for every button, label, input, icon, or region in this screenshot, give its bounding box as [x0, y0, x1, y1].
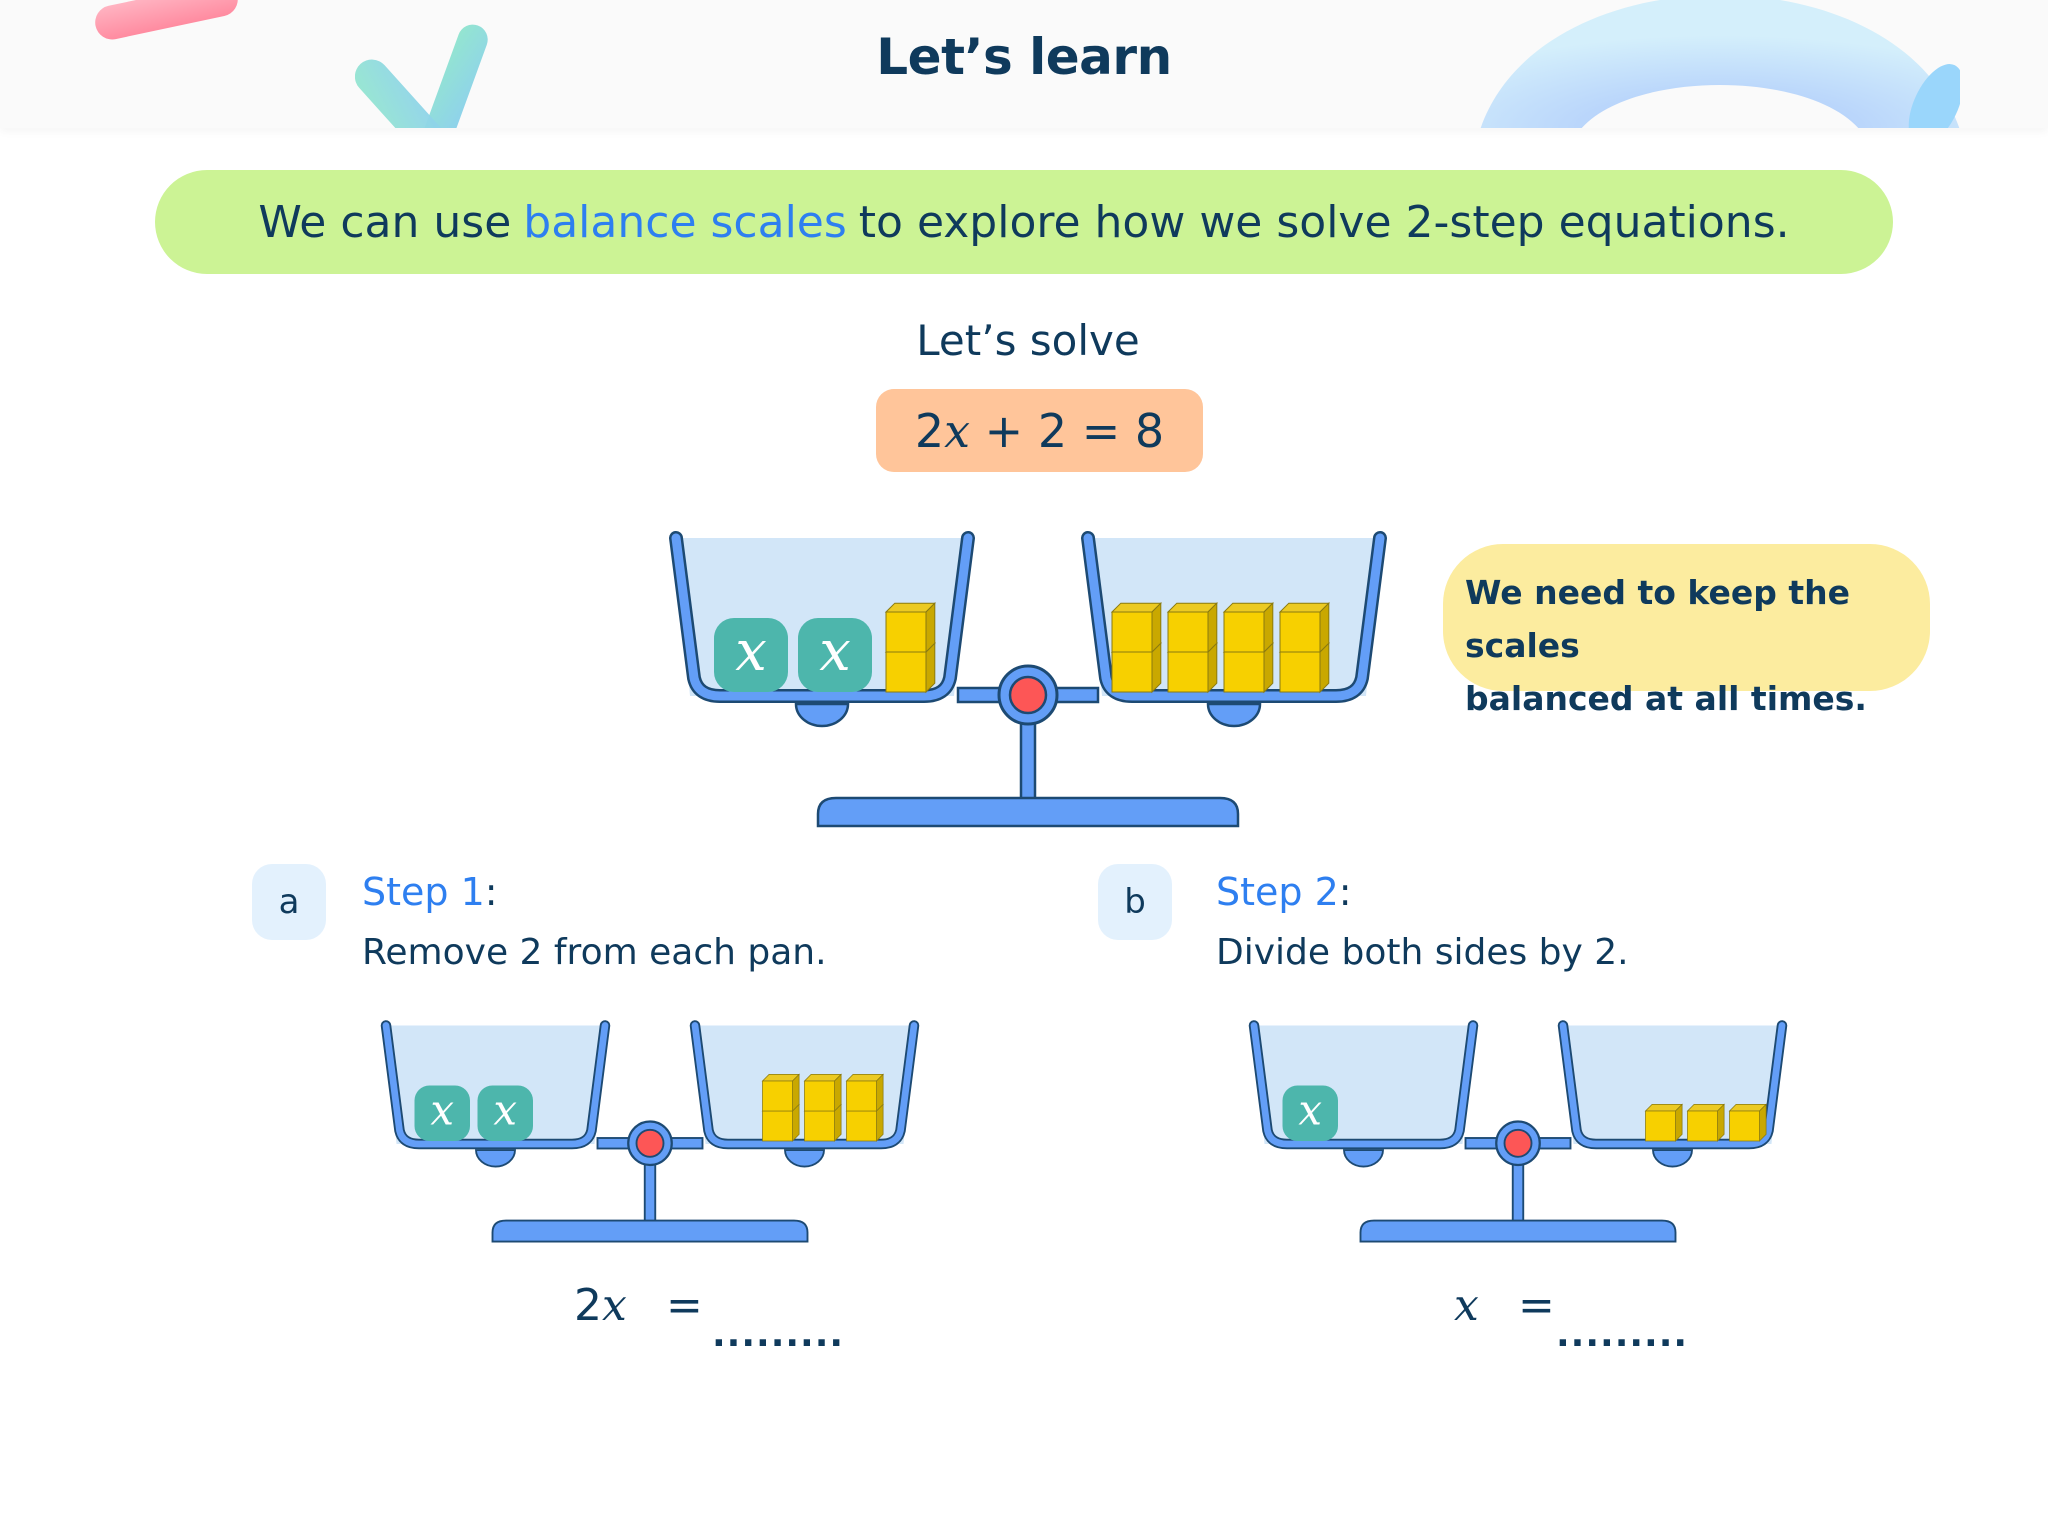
base [816, 796, 1240, 828]
unit-cube-stack-icon [1728, 1103, 1768, 1142]
x-tile-icon: x [798, 618, 872, 692]
step-1-label: Step 1 [362, 870, 485, 914]
x-tile-icon: x [1282, 1085, 1338, 1141]
svg-text:x: x [430, 1086, 454, 1135]
answer-1-coef: 2 [574, 1280, 602, 1331]
svg-text:x: x [735, 619, 767, 684]
banner-highlight: balance scales [523, 196, 847, 248]
unit-cube-stack-icon [1278, 601, 1331, 694]
step-1-title: Step 1: [362, 870, 498, 914]
unit-cube-stack-icon [884, 601, 937, 694]
banner-text-before: We can use [258, 196, 512, 248]
pan-outline [691, 1022, 918, 1148]
step-2-label: Step 2 [1216, 870, 1339, 914]
pan-outline [1250, 1022, 1477, 1148]
equation-rest: + 2 = 8 [970, 403, 1165, 458]
answer-2-variable: x [1454, 1280, 1479, 1331]
step-2-answer: x = ......... [1454, 1280, 1714, 1370]
banner-text-after: to explore how we solve 2-step equations… [858, 196, 1790, 248]
pan-knob [1652, 1149, 1693, 1168]
intro-banner: We can use balance scales to explore how… [155, 170, 1893, 274]
step-a-badge: a [252, 864, 326, 940]
x-tile-icon: x [477, 1085, 533, 1141]
step-2-title: Step 2: [1216, 870, 1352, 914]
decorative-pink-bar-icon [95, 0, 238, 40]
unit-cube-stack-icon [761, 1073, 801, 1142]
pan-outline [382, 1022, 609, 1148]
page-title: Let’s learn [876, 28, 1172, 86]
answer-1-equals: = [666, 1280, 703, 1331]
svg-text:x: x [819, 619, 851, 684]
pan-knob [475, 1149, 516, 1168]
pan-knob [784, 1149, 825, 1168]
answer-1-blank-input[interactable]: ......... [712, 1314, 845, 1355]
step-1-answer: 2x = ......... [574, 1280, 843, 1370]
step-2-instruction: Divide both sides by 2. [1216, 932, 1629, 973]
step-1-instruction: Remove 2 from each pan. [362, 932, 827, 973]
step-b-badge: b [1098, 864, 1172, 940]
pan-outline [1559, 1022, 1786, 1148]
answer-1-variable: x [602, 1280, 627, 1331]
svg-text:x: x [493, 1086, 517, 1135]
pan-knob [1343, 1149, 1384, 1168]
pivot-icon [635, 1128, 665, 1158]
equation-variable: x [944, 403, 971, 458]
pan-fill [1563, 1025, 1782, 1144]
equation-coef: 2 [914, 403, 945, 458]
pan-outline [1083, 533, 1385, 701]
step-2-balance-scale: x [1248, 1020, 1788, 1243]
tip-line-1: We need to keep the scales [1465, 573, 1850, 665]
pivot-icon [1503, 1128, 1533, 1158]
unit-cube-stack-icon [1222, 601, 1275, 694]
step-2-colon: : [1338, 870, 1352, 914]
base [491, 1219, 809, 1243]
pan-outline [671, 533, 973, 701]
unit-cube-stack-icon [1166, 601, 1219, 694]
pan-knob [794, 702, 850, 728]
pan-knob [1206, 702, 1262, 728]
solve-heading: Let’s solve [916, 316, 1140, 365]
decorative-arch-icon [1480, 0, 1960, 128]
unit-cube-stack-icon [1686, 1103, 1726, 1142]
tip-bubble: We need to keep the scales balanced at a… [1443, 544, 1930, 718]
pivot-icon [1008, 675, 1048, 715]
answer-2-equals: = [1518, 1280, 1555, 1331]
answer-2-blank-input[interactable]: ......... [1556, 1314, 1689, 1355]
unit-cube-stack-icon [845, 1073, 885, 1142]
decorative-cross-icon [355, 24, 488, 128]
unit-cube-stack-icon [803, 1073, 843, 1142]
tip-line-2: balanced at all times. [1465, 679, 1867, 718]
base [1359, 1219, 1677, 1243]
step-1-colon: : [484, 870, 498, 914]
unit-cube-stack-icon [1110, 601, 1163, 694]
x-tile-icon: x [714, 618, 788, 692]
svg-text:x: x [1298, 1086, 1322, 1135]
x-tile-icon: x [414, 1085, 470, 1141]
page-header: Let’s learn [0, 0, 2048, 128]
unit-cube-stack-icon [1644, 1103, 1684, 1142]
